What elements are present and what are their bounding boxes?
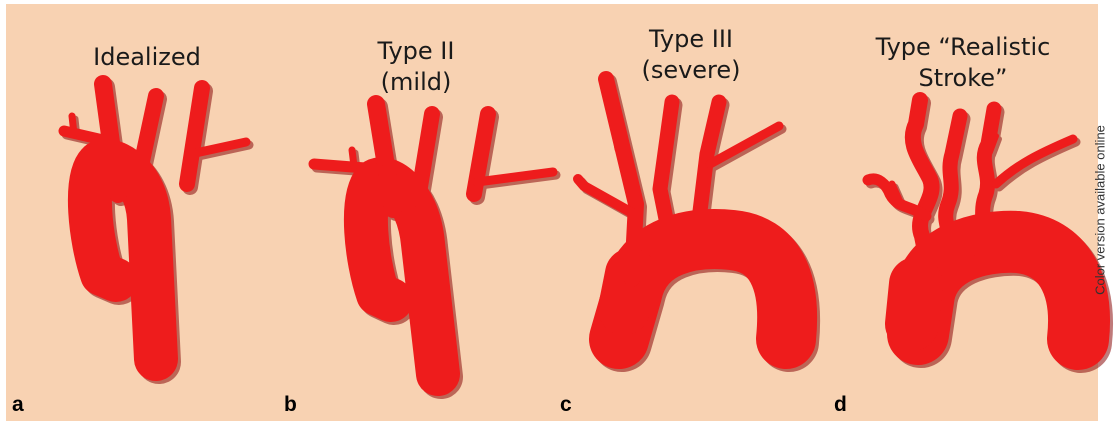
panel-letter: a (12, 393, 24, 417)
color-version-note-text: Color version available online (1093, 125, 1108, 295)
panel-c: Type III (severe) (554, 4, 828, 421)
aortic-arch-type-iii-model (554, 4, 828, 421)
panel-letter: c (560, 393, 572, 417)
panel-b: Type II (mild) b (278, 4, 554, 421)
panel-d: Type “Realistic Stroke” (828, 4, 1098, 421)
panel-letter: d (834, 393, 847, 417)
aortic-arch-type-ii-model (278, 4, 554, 421)
figure-background: Idealized a Type I (6, 4, 1098, 421)
panel-a: Idealized a (6, 4, 278, 421)
aortic-arch-realistic-stroke-model (828, 4, 1098, 421)
panel-letter: b (284, 393, 297, 417)
aortic-arch-idealized-model (6, 4, 278, 421)
